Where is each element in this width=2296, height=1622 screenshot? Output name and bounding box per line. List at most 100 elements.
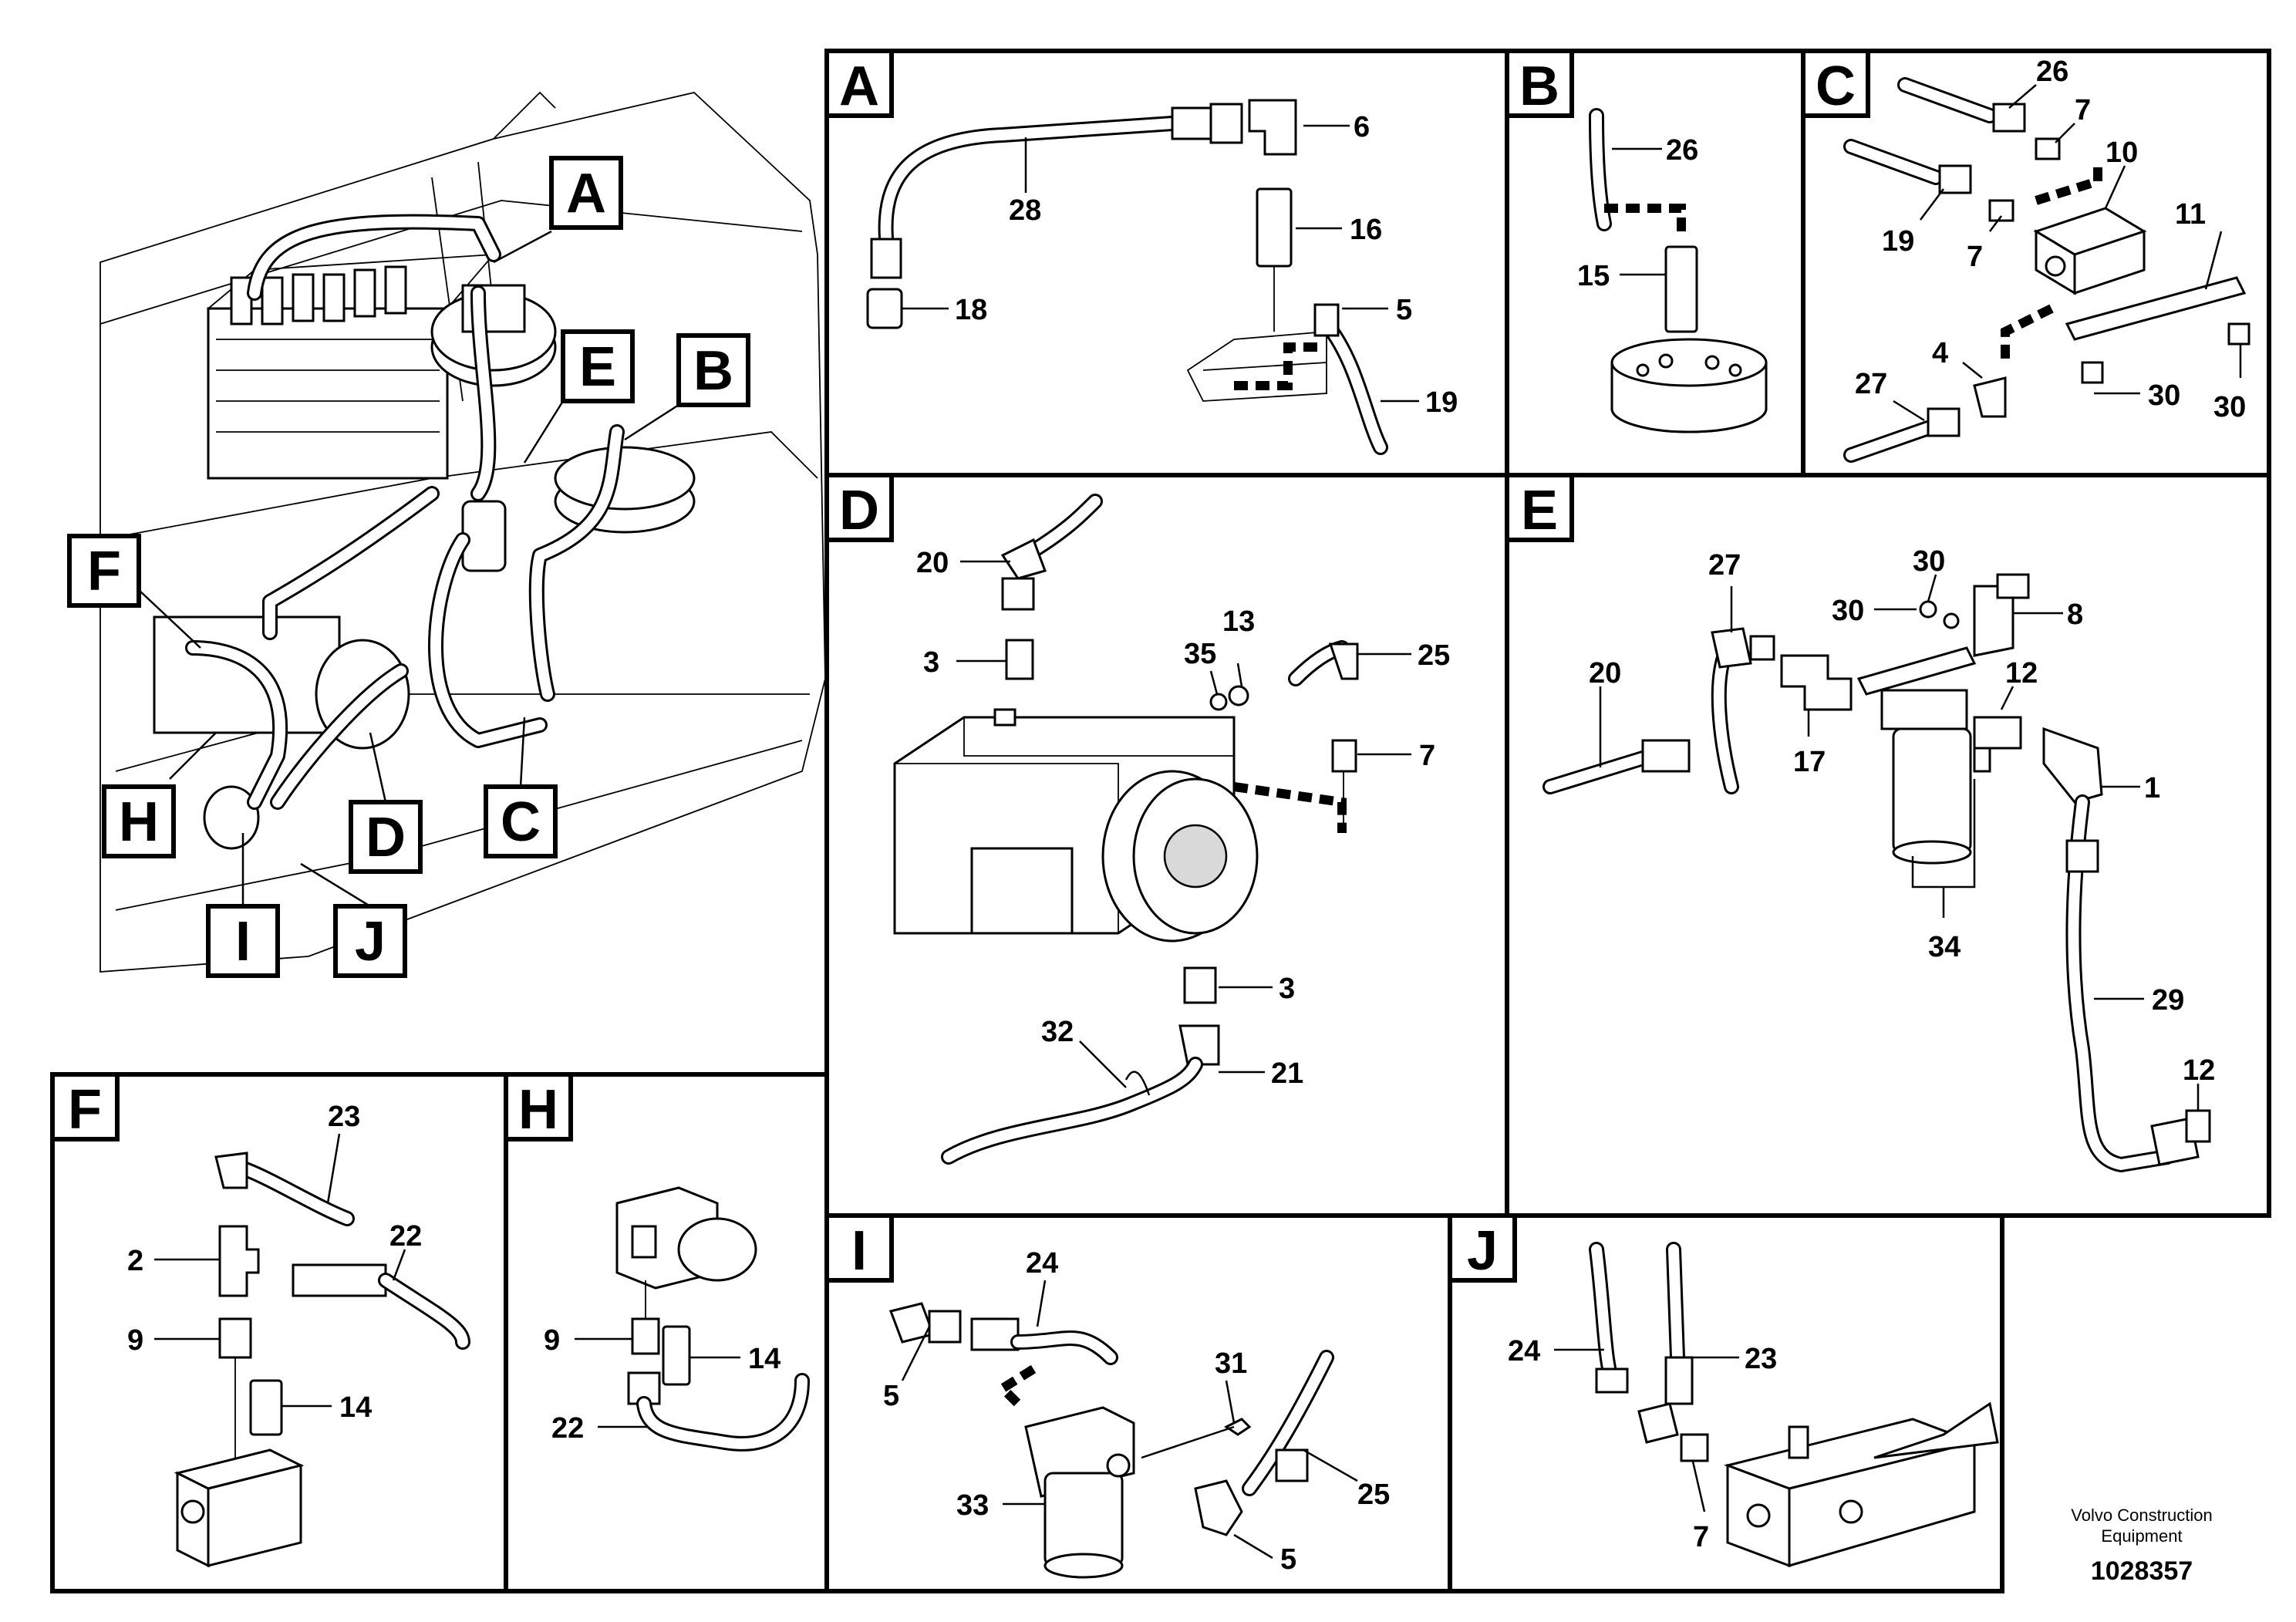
svg-text:5: 5 — [883, 1380, 899, 1412]
svg-text:33: 33 — [956, 1489, 989, 1522]
panel-F-label: F — [68, 1079, 102, 1141]
overview-callout-E[interactable]: E — [523, 329, 635, 464]
panel-A-frame — [824, 49, 1509, 477]
svg-text:32: 32 — [1041, 1016, 1074, 1048]
svg-text:7: 7 — [1693, 1521, 1709, 1553]
svg-text:25: 25 — [1418, 639, 1450, 672]
overview-callout-J[interactable]: J — [300, 862, 407, 978]
svg-text:20: 20 — [916, 547, 949, 579]
svg-text:15: 15 — [1577, 260, 1610, 292]
svg-text:30: 30 — [1913, 545, 1945, 578]
svg-text:10: 10 — [2106, 137, 2138, 169]
svg-text:35: 35 — [1184, 638, 1216, 670]
panel-F — [174, 1152, 470, 1568]
overview-machine-drawing — [99, 91, 826, 973]
svg-text:30: 30 — [2213, 391, 2246, 423]
publisher-block: Volvo Construction Equipment 1028357 — [2071, 1506, 2212, 1586]
svg-text:B: B — [693, 340, 733, 402]
svg-text:2: 2 — [127, 1245, 143, 1277]
svg-text:24: 24 — [1508, 1335, 1540, 1367]
svg-text:J: J — [355, 911, 386, 973]
svg-text:12: 12 — [2005, 657, 2038, 690]
panel-B-callouts: 26 15 — [1577, 134, 1698, 292]
panel-C — [1843, 77, 2250, 463]
overview-callout-H[interactable]: H — [102, 732, 217, 858]
overview-callout-A[interactable]: A — [493, 156, 623, 264]
document-number: 1028357 — [2091, 1556, 2193, 1586]
panel-D — [893, 494, 1359, 1165]
svg-text:9: 9 — [127, 1324, 143, 1357]
svg-text:34: 34 — [1928, 931, 1961, 963]
panel-H-callouts: 9 14 22 — [544, 1324, 781, 1445]
svg-text:23: 23 — [1745, 1343, 1777, 1375]
svg-text:22: 22 — [389, 1220, 422, 1253]
svg-text:11: 11 — [2175, 198, 2206, 231]
overview-callout-C[interactable]: C — [484, 717, 558, 858]
svg-text:6: 6 — [1354, 111, 1370, 143]
panel-J-label: J — [1467, 1220, 1498, 1282]
svg-text:8: 8 — [2067, 599, 2083, 631]
svg-text:14: 14 — [748, 1343, 781, 1375]
panel-F-callouts: 23 22 2 9 14 — [127, 1101, 422, 1424]
panel-E-label: E — [1521, 480, 1558, 541]
overview-callout-I[interactable]: I — [206, 833, 280, 978]
panel-D-label: D — [839, 480, 879, 541]
panel-I — [889, 1302, 1334, 1579]
svg-text:7: 7 — [1967, 241, 1983, 273]
panel-I-callouts: 24 5 31 25 33 5 — [883, 1247, 1390, 1576]
panel-J-frame — [1448, 1213, 2004, 1593]
svg-text:27: 27 — [1708, 549, 1741, 582]
svg-text:21: 21 — [1271, 1057, 1303, 1090]
overview-callout-D[interactable]: D — [349, 732, 423, 874]
overview-callout-B[interactable]: B — [624, 333, 750, 441]
svg-text:18: 18 — [955, 294, 987, 326]
svg-text:13: 13 — [1222, 605, 1255, 638]
svg-text:D: D — [366, 807, 406, 868]
svg-text:7: 7 — [1419, 740, 1435, 772]
panel-C-callouts: 26 7 10 11 19 7 4 27 30 30 — [1855, 56, 2246, 423]
publisher-line-1: Volvo Construction — [2071, 1506, 2212, 1525]
panel-H-label: H — [518, 1079, 558, 1141]
overview-label-A: A — [566, 163, 606, 224]
svg-text:19: 19 — [1882, 225, 1914, 258]
svg-text:3: 3 — [923, 646, 939, 679]
svg-text:17: 17 — [1793, 746, 1826, 778]
svg-text:9: 9 — [544, 1324, 560, 1357]
svg-text:4: 4 — [1932, 337, 1948, 369]
panel-E-callouts: 30 27 30 8 20 12 17 1 34 29 12 — [1589, 545, 2215, 1111]
panel-D-callouts: 20 3 13 35 25 7 3 32 21 — [916, 547, 1450, 1090]
panel-E — [1542, 573, 2211, 1172]
svg-text:H: H — [119, 791, 159, 853]
svg-text:14: 14 — [339, 1391, 372, 1424]
svg-text:28: 28 — [1009, 194, 1041, 227]
panel-B-label: B — [1519, 56, 1559, 117]
svg-text:27: 27 — [1855, 368, 1887, 400]
panel-A — [866, 99, 1388, 455]
panel-I-frame — [824, 1213, 1452, 1593]
svg-text:29: 29 — [2152, 984, 2184, 1017]
panel-J-callouts: 24 23 7 — [1508, 1335, 1777, 1553]
svg-text:1: 1 — [2144, 772, 2160, 804]
overview-callout-F[interactable]: F — [67, 534, 201, 649]
svg-text:C: C — [501, 791, 541, 853]
svg-text:30: 30 — [1832, 595, 1864, 627]
svg-text:30: 30 — [2148, 379, 2180, 412]
svg-text:5: 5 — [1396, 294, 1412, 326]
svg-text:25: 25 — [1357, 1479, 1390, 1511]
svg-text:26: 26 — [1666, 134, 1698, 167]
svg-text:31: 31 — [1215, 1347, 1247, 1380]
svg-text:3: 3 — [1279, 973, 1295, 1005]
svg-text:26: 26 — [2036, 56, 2068, 88]
svg-text:5: 5 — [1280, 1543, 1296, 1576]
publisher-line-2: Equipment — [2101, 1526, 2182, 1546]
svg-text:23: 23 — [328, 1101, 360, 1133]
panel-J — [1589, 1242, 1999, 1568]
panel-C-label: C — [1816, 56, 1856, 117]
svg-text:12: 12 — [2183, 1054, 2215, 1087]
panel-E-frame — [1505, 473, 2271, 1218]
panel-B — [1589, 108, 1768, 433]
svg-text:20: 20 — [1589, 657, 1621, 690]
svg-text:24: 24 — [1026, 1247, 1058, 1280]
svg-text:F: F — [87, 541, 121, 602]
svg-text:I: I — [235, 911, 251, 973]
